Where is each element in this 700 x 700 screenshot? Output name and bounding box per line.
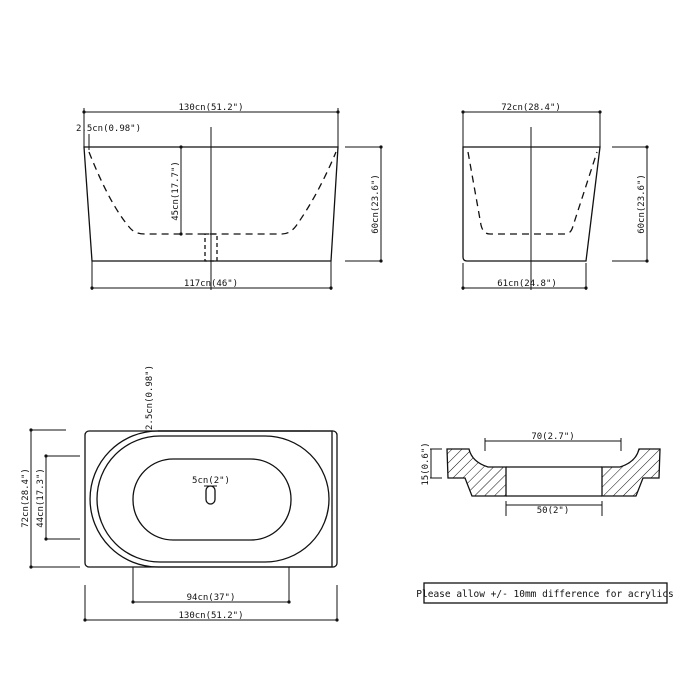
top-drain-label: 5cn(2") bbox=[192, 476, 230, 486]
top-rim-oval-outer bbox=[89, 430, 333, 568]
top-interior-width-label: 44cn(17.3") bbox=[36, 468, 46, 528]
drain-section: 70(2.7") 15(0.6") 50(2") bbox=[421, 432, 661, 516]
front-rim-label: 2.5cn(0.98") bbox=[76, 124, 141, 134]
side-base-label: 61cn(24.8") bbox=[497, 279, 557, 289]
side-tub-outline bbox=[462, 146, 601, 262]
top-view: 5cn(2") 2.5cn(0.98") 72cn(28.4") 44cn(17… bbox=[21, 365, 339, 622]
drain-section-right bbox=[601, 448, 661, 497]
top-interior-length-label: 94cn(37") bbox=[187, 593, 236, 603]
front-base-label: 117cn(46") bbox=[184, 279, 238, 289]
top-rim-label: 2.5cn(0.98") bbox=[145, 365, 155, 430]
note-box bbox=[423, 582, 668, 604]
side-view: 72cn(28.4") 60cn(23.6") 61cn(24.8") bbox=[461, 103, 649, 290]
tolerance-note: Please allow +/- 10mm difference for acr… bbox=[416, 582, 674, 604]
drain-bottom-width-label: 50(2") bbox=[537, 506, 570, 516]
front-drain bbox=[204, 233, 218, 262]
side-height-label: 60cn(23.6") bbox=[637, 174, 647, 234]
drain-top-width-label: 70(2.7") bbox=[531, 432, 574, 442]
note-text: Please allow +/- 10mm difference for acr… bbox=[416, 589, 673, 600]
front-length-label: 130cn(51.2") bbox=[178, 103, 243, 113]
top-length-label: 130cn(51.2") bbox=[178, 611, 243, 621]
drain-height-label: 15(0.6") bbox=[421, 442, 431, 485]
front-inner-basin bbox=[88, 151, 337, 235]
top-outer-rect bbox=[84, 430, 338, 568]
drain-section-left bbox=[446, 448, 507, 497]
top-inner-basin bbox=[132, 458, 292, 541]
side-width-label: 72cn(28.4") bbox=[501, 103, 561, 113]
top-width-label: 72cn(28.4") bbox=[21, 468, 31, 528]
front-view: 130cn(51.2") 2.5cn(0.98") 45cn(17.7") 60… bbox=[76, 103, 383, 290]
top-rim-oval-inner bbox=[96, 435, 330, 563]
side-inner-basin bbox=[467, 151, 598, 235]
drain-icon bbox=[205, 485, 216, 505]
front-height-label: 60cn(23.6") bbox=[371, 174, 381, 234]
front-depth-label: 45cn(17.7") bbox=[171, 161, 181, 221]
